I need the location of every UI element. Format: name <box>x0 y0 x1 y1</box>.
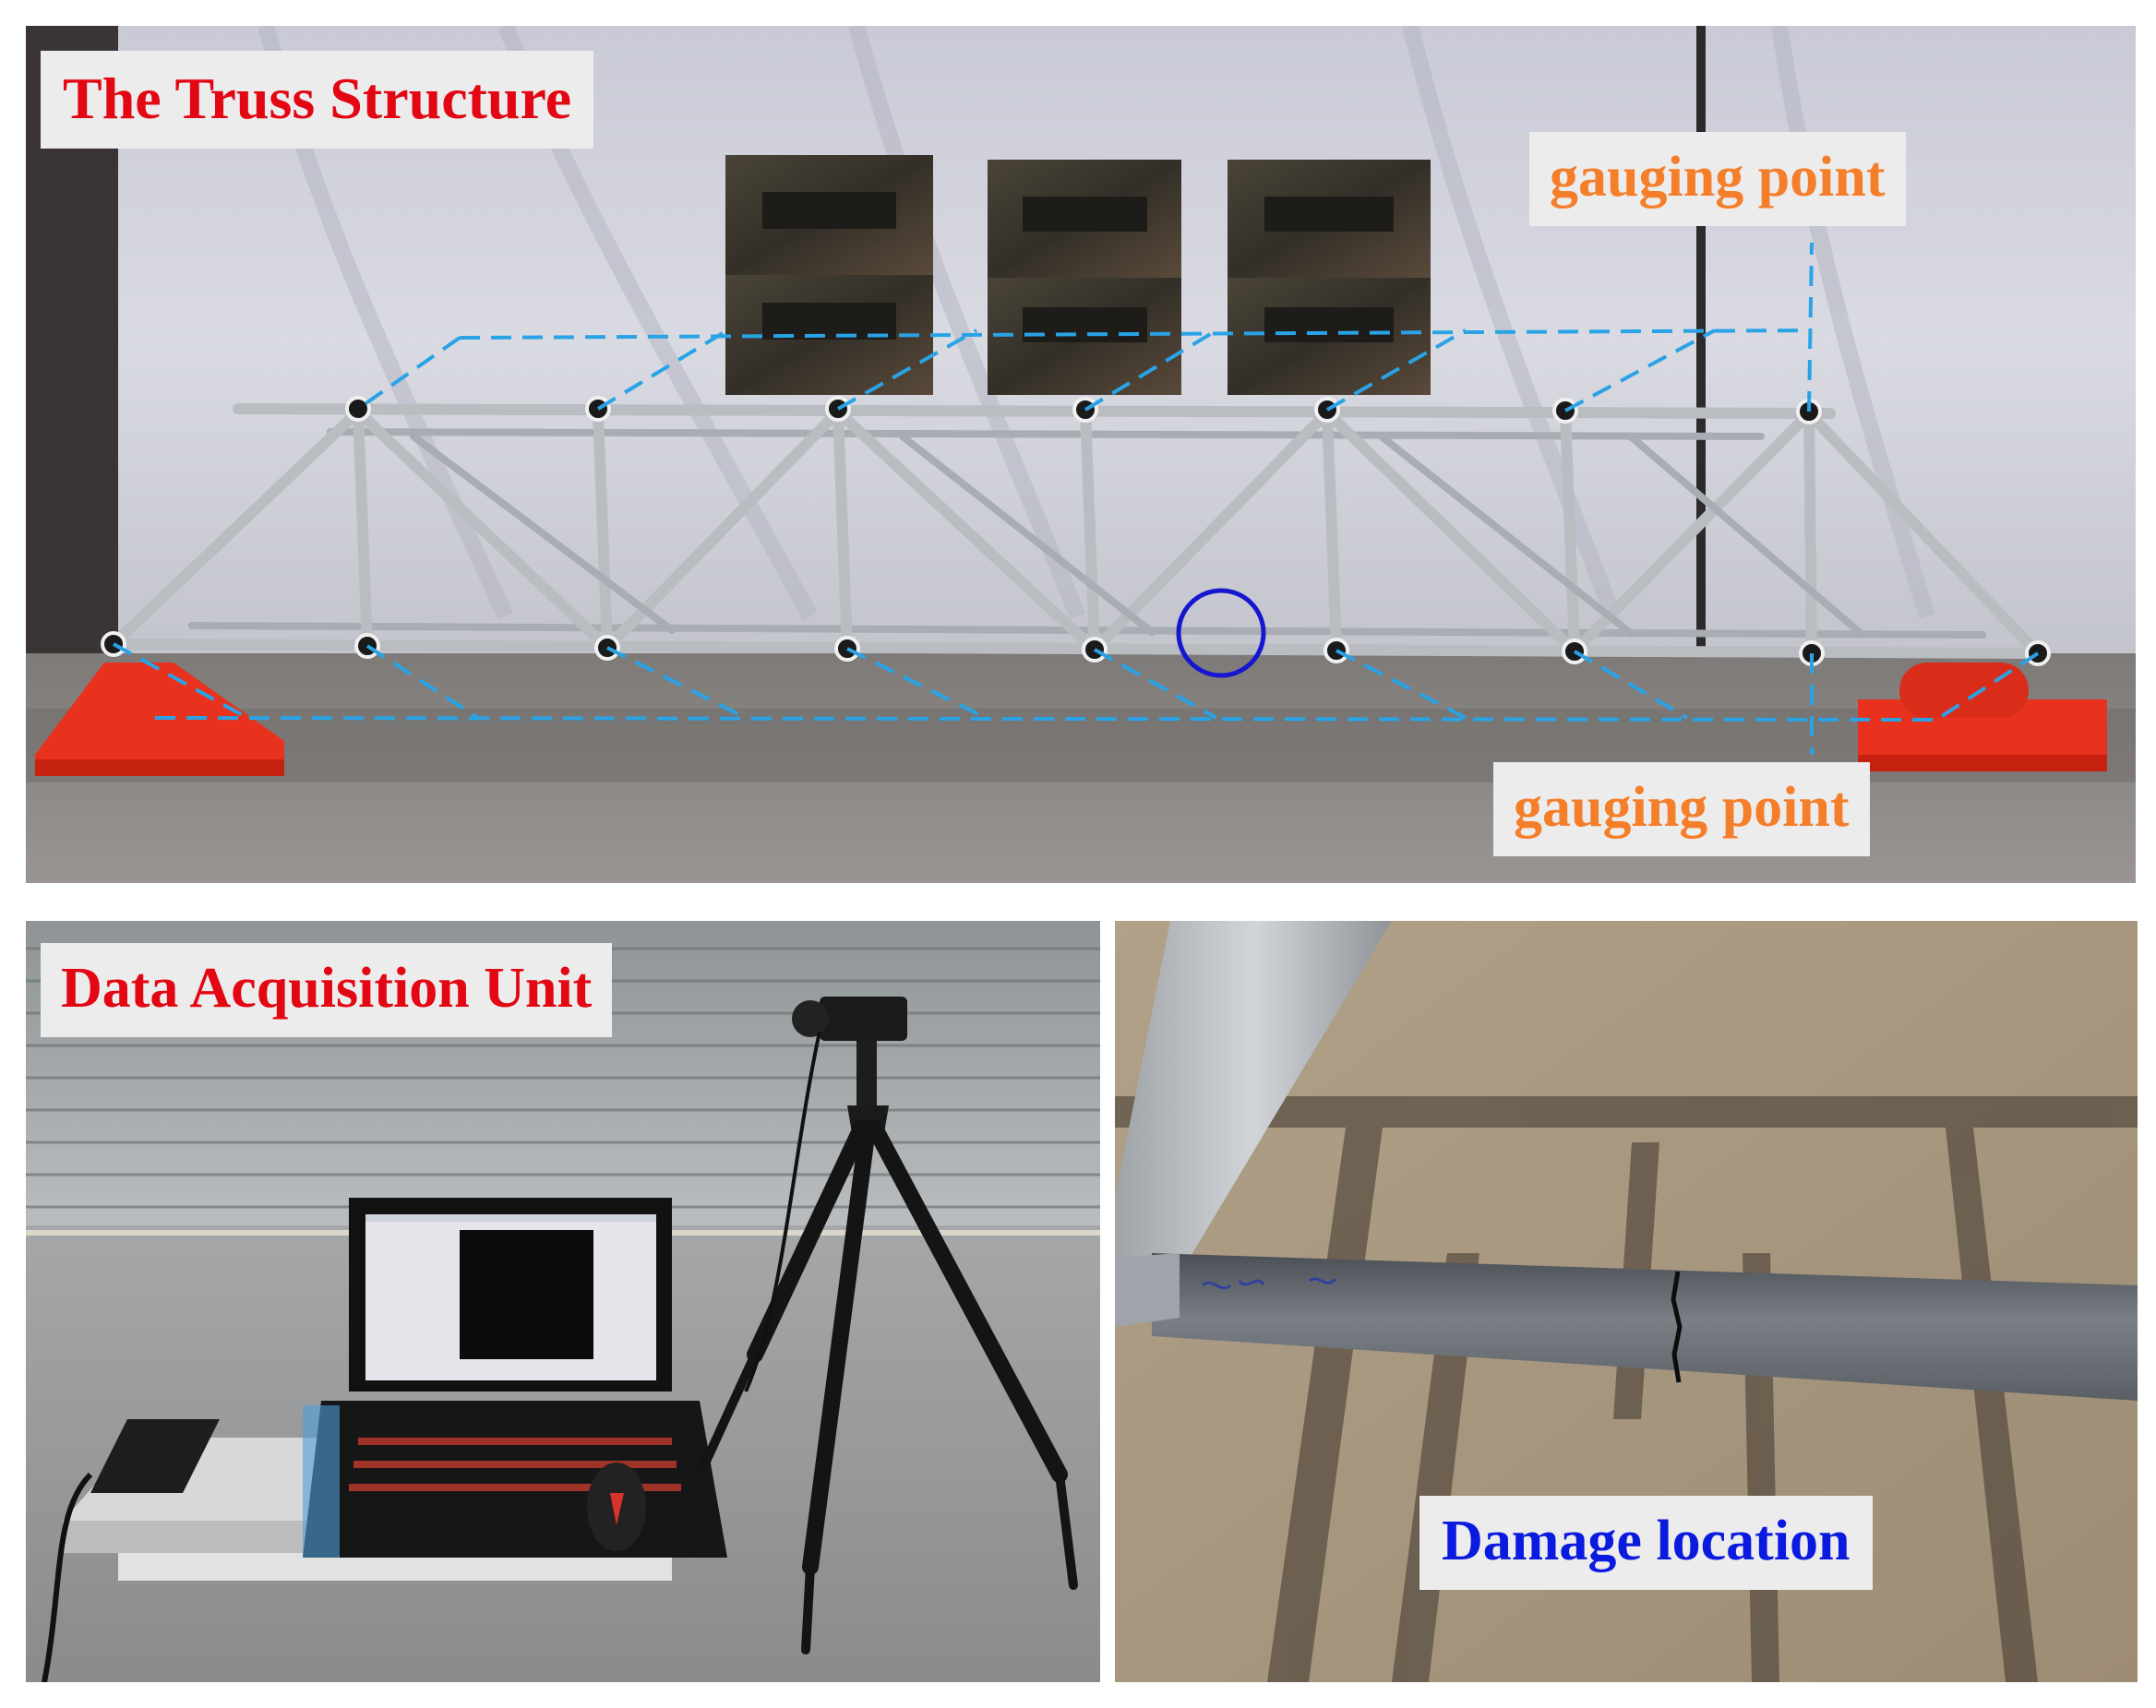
data-acquisition-photo <box>26 921 1100 1682</box>
truss-members <box>108 403 2043 659</box>
test-weights <box>725 155 1431 395</box>
truss-supports <box>35 663 2107 776</box>
diagonal-member <box>1115 921 1392 1290</box>
laptop <box>303 1198 727 1558</box>
damage-location-title: Damage location <box>1419 1496 1873 1590</box>
truss-structure-title: The Truss Structure <box>41 51 594 149</box>
camera-body <box>820 997 907 1041</box>
data-acquisition-unit-title: Data Acquisition Unit <box>41 943 613 1037</box>
keyboard-backlight <box>349 1438 681 1491</box>
damage-location-photo-panel: Damage location <box>1115 921 2138 1682</box>
power-adapter <box>90 1419 220 1493</box>
weight-stack-2 <box>988 160 1181 395</box>
data-acquisition-photo-panel: Data Acquisition Unit <box>26 921 1100 1682</box>
laptop-base <box>303 1401 727 1558</box>
weight-stack-3 <box>1228 160 1431 395</box>
gauging-point-bottom-label: gauging point <box>1493 762 1870 856</box>
gauging-point-top-label: gauging point <box>1529 132 1906 226</box>
damage-marker-circle <box>1176 588 1266 678</box>
weight-stack-1 <box>725 155 933 395</box>
gauging-guide-lines <box>113 242 2040 755</box>
backdrop-pole <box>1696 26 1706 653</box>
left-support <box>35 663 284 764</box>
damage-closeup-photo <box>1115 921 2138 1682</box>
right-roller <box>1899 663 2029 718</box>
bottom-chord-member <box>1152 1253 2138 1401</box>
truss-photo-panel: The Truss Structure gauging point gaugin… <box>26 26 2136 883</box>
camera-feed-window <box>460 1230 593 1359</box>
tripod-camera <box>700 997 1078 1654</box>
crack <box>1671 1271 1683 1383</box>
